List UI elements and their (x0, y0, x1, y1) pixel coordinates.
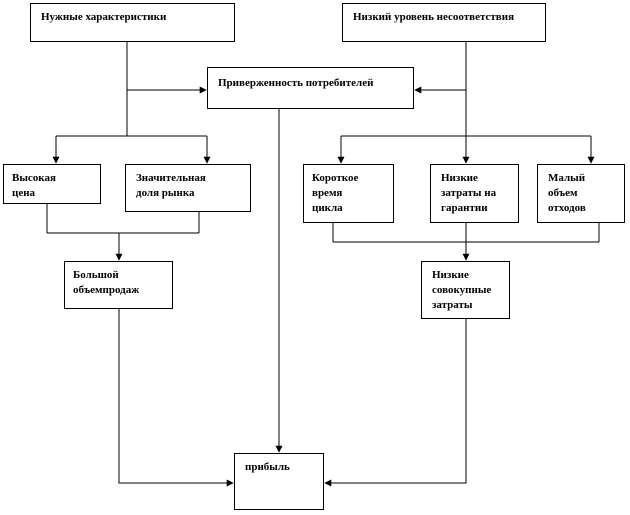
node-label-line: Высокая (12, 172, 56, 184)
node-label-line: Короткое (312, 172, 359, 184)
node-label-line: Низкий уровень несоответствия (353, 11, 515, 23)
arrow-cost-to-profit (324, 319, 467, 487)
node-low-nonconformance: Низкий уровень несоответствия (342, 3, 546, 42)
node-label-line: гарантии (441, 202, 488, 214)
node-low-total-costs: Низкие совокупные затраты (421, 261, 510, 319)
node-sales-volume: Большой объемпродаж (64, 261, 173, 309)
node-label-line: Значительная (136, 172, 206, 184)
node-label-line: затраты на (441, 187, 497, 199)
node-label-line: цикла (312, 202, 343, 214)
node-label-line: Малый (548, 172, 586, 184)
node-label-line: объемпродаж (73, 284, 140, 296)
node-label-line: объем (548, 187, 578, 199)
node-low-waste: Малый объем отходов (537, 164, 625, 223)
node-high-price: Высокая цена (3, 164, 101, 204)
node-customer-loyalty: Приверженность потребителей (207, 67, 414, 109)
node-market-share: Значительная доля рынка (125, 164, 251, 212)
node-label-line: Низкие (441, 172, 478, 184)
node-short-cycle-time: Короткое время цикла (303, 164, 394, 223)
node-needed-characteristics: Нужные характеристики (30, 3, 235, 42)
node-profit: прибыль (234, 453, 324, 510)
node-label-line: отходов (548, 202, 586, 214)
node-low-warranty-costs: Низкие затраты на гарантии (430, 164, 519, 223)
node-label-line: прибыль (245, 461, 290, 473)
node-label-line: Приверженность потребителей (218, 77, 374, 89)
node-label-line: время (312, 187, 343, 199)
node-label-line: Большой (73, 269, 119, 281)
node-label-line: доля рынка (136, 187, 195, 199)
arrow-sales-to-profit (118, 309, 234, 487)
node-label-line: затраты (432, 299, 473, 311)
node-label-line: цена (12, 187, 36, 199)
node-label-line: совокупные (432, 284, 492, 296)
node-label-line: Нужные характеристики (41, 11, 167, 23)
node-label-line: Низкие (432, 269, 469, 281)
